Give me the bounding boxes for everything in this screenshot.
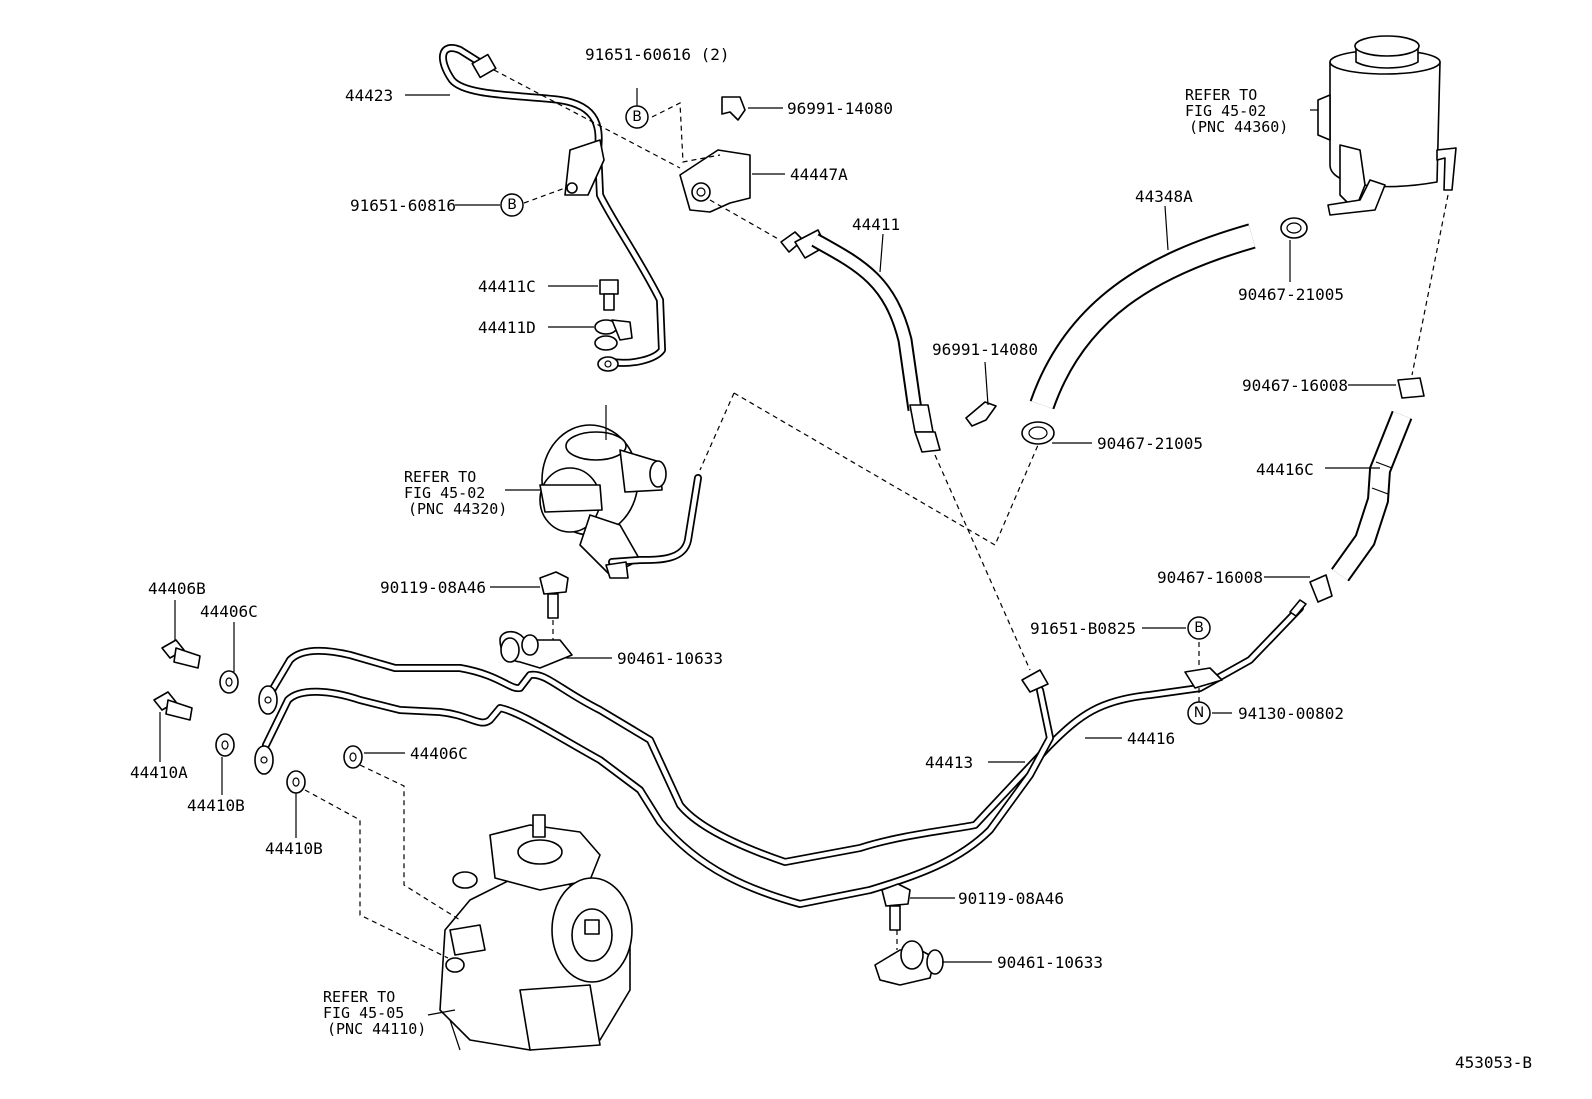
banjo-end-upper bbox=[258, 685, 278, 715]
label-44406C-b: 44406C bbox=[410, 744, 468, 763]
label-44411D: 44411D bbox=[478, 318, 536, 337]
svg-text:FIG 45-02: FIG 45-02 bbox=[404, 484, 485, 502]
tube-44416 bbox=[267, 599, 1307, 866]
washer-44411D bbox=[594, 319, 633, 351]
clip-96991-14080-mid bbox=[965, 401, 997, 427]
assembly-dashed-lines bbox=[304, 69, 1449, 959]
label-90467-16008-top: 90467-16008 bbox=[1242, 376, 1348, 395]
label-91651-60816: 91651-60816 bbox=[350, 196, 456, 215]
svg-text:REFER TO: REFER TO bbox=[404, 468, 476, 486]
clip-96991-14080-top bbox=[721, 96, 746, 121]
label-44413: 44413 bbox=[925, 753, 973, 772]
power-steering-pump bbox=[539, 405, 667, 576]
callout-b-left: B bbox=[500, 193, 524, 217]
label-leaders bbox=[159, 94, 1396, 1016]
svg-text:B: B bbox=[1194, 620, 1204, 636]
callout-b-right: B bbox=[1187, 616, 1211, 640]
label-44406B: 44406B bbox=[148, 579, 206, 598]
clamp-90467-16008-low bbox=[1309, 574, 1333, 603]
label-44410B-a: 44410B bbox=[187, 796, 245, 815]
label-96991-14080-mid: 96991-14080 bbox=[932, 340, 1038, 359]
bolt-44411C bbox=[599, 279, 619, 311]
tube-44413 bbox=[262, 669, 1054, 908]
bolt-90119-08A46-top bbox=[539, 571, 569, 619]
label-44406C-a: 44406C bbox=[200, 602, 258, 621]
reference-gear: REFER TO FIG 45-05 (PNC 44110) bbox=[323, 988, 426, 1038]
svg-text:REFER TO: REFER TO bbox=[323, 988, 395, 1006]
reservoir-tank bbox=[1317, 35, 1457, 216]
label-91651-60616: 91651-60616 (2) bbox=[585, 45, 730, 64]
clamp-90467-16008-top bbox=[1397, 377, 1425, 399]
clamp-90461-10633-low bbox=[874, 940, 944, 986]
steering-gear-box bbox=[439, 814, 633, 1051]
svg-text:(PNC 44110): (PNC 44110) bbox=[327, 1020, 426, 1038]
svg-text:FIG 45-02: FIG 45-02 bbox=[1185, 102, 1266, 120]
label-90467-16008-low: 90467-16008 bbox=[1157, 568, 1263, 587]
label-90119-08A46-low: 90119-08A46 bbox=[958, 889, 1064, 908]
label-44416: 44416 bbox=[1127, 729, 1175, 748]
svg-text:REFER TO: REFER TO bbox=[1185, 86, 1257, 104]
label-44410A: 44410A bbox=[130, 763, 188, 782]
label-90461-10633-top: 90461-10633 bbox=[617, 649, 723, 668]
label-90467-21005-mid: 90467-21005 bbox=[1097, 434, 1203, 453]
label-44411C: 44411C bbox=[478, 277, 536, 296]
reference-pump: REFER TO FIG 45-02 (PNC 44320) bbox=[404, 468, 507, 518]
callout-b-top: B bbox=[625, 105, 649, 129]
svg-text:FIG 45-05: FIG 45-05 bbox=[323, 1004, 404, 1022]
label-44416C: 44416C bbox=[1256, 460, 1314, 479]
svg-text:B: B bbox=[632, 109, 642, 125]
hose-44411 bbox=[780, 229, 941, 453]
clamp-90461-10633-top bbox=[499, 630, 573, 669]
union-bolt-44406B bbox=[161, 639, 201, 669]
label-44411: 44411 bbox=[852, 215, 900, 234]
pump-feed-tube bbox=[605, 474, 702, 579]
label-44423: 44423 bbox=[345, 86, 393, 105]
label-90119-08A46-top: 90119-08A46 bbox=[380, 578, 486, 597]
bracket-44447A bbox=[679, 149, 751, 213]
reference-reservoir: REFER TO FIG 45-02 (PNC 44360) bbox=[1185, 86, 1288, 136]
label-91651-B0825: 91651-B0825 bbox=[1030, 619, 1136, 638]
label-94130-00802: 94130-00802 bbox=[1238, 704, 1344, 723]
diagram-id: 453053-B bbox=[1455, 1053, 1532, 1072]
label-44348A: 44348A bbox=[1135, 187, 1193, 206]
gasket-44410B-a bbox=[215, 733, 235, 757]
gasket-44406C-a bbox=[219, 670, 239, 694]
svg-text:(PNC 44320): (PNC 44320) bbox=[408, 500, 507, 518]
union-bolt-44410A bbox=[153, 691, 193, 721]
gasket-44410B-b bbox=[286, 770, 306, 794]
gasket-44406C-b bbox=[343, 745, 363, 769]
clamp-90467-21005-mid bbox=[1021, 421, 1055, 445]
label-90467-21005-top: 90467-21005 bbox=[1238, 285, 1344, 304]
svg-text:(PNC 44360): (PNC 44360) bbox=[1189, 118, 1288, 136]
tube-44423 bbox=[439, 44, 666, 372]
label-90461-10633-low: 90461-10633 bbox=[997, 953, 1103, 972]
clamp-90467-21005-top bbox=[1280, 217, 1308, 239]
label-44447A: 44447A bbox=[790, 165, 848, 184]
svg-text:N: N bbox=[1194, 705, 1204, 721]
banjo-end-lower bbox=[254, 745, 274, 775]
hose-44348A bbox=[1029, 223, 1256, 410]
label-44410B-b: 44410B bbox=[265, 839, 323, 858]
callout-n: N bbox=[1187, 701, 1211, 725]
svg-text:B: B bbox=[507, 197, 517, 213]
hose-44416C bbox=[1331, 410, 1413, 582]
label-96991-14080-top: 96991-14080 bbox=[787, 99, 893, 118]
tube-bracket bbox=[1184, 667, 1223, 689]
bolt-90119-08A46-low bbox=[881, 883, 911, 931]
